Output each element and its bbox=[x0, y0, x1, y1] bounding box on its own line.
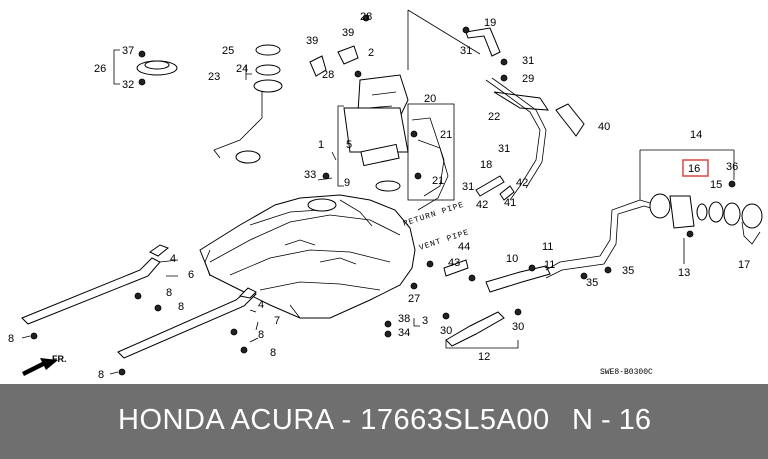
callout-4b: 4 bbox=[258, 299, 264, 311]
callout-42b: 42 bbox=[516, 177, 528, 189]
tank-strap-upper bbox=[21, 244, 169, 325]
callout-41: 41 bbox=[504, 197, 516, 209]
callout-7: 7 bbox=[274, 315, 280, 327]
callout-33: 33 bbox=[304, 169, 316, 181]
callout-30b: 30 bbox=[512, 321, 524, 333]
fuel-tank-exploded-diagram: 28 2 19 31 31 29 39 39 28 37 26 32 25 23… bbox=[8, 9, 763, 381]
callout-8a: 8 bbox=[166, 287, 172, 299]
callout-21b: 21 bbox=[432, 175, 444, 187]
callout-42a: 42 bbox=[476, 199, 488, 211]
callout-5: 5 bbox=[346, 139, 352, 151]
callout-36: 36 bbox=[726, 161, 738, 173]
callout-31c: 31 bbox=[498, 143, 510, 155]
callout-15: 15 bbox=[710, 179, 722, 191]
callout-35b: 35 bbox=[622, 265, 634, 277]
tank-strap-lower bbox=[117, 287, 257, 359]
fasteners bbox=[30, 14, 736, 376]
callout-19: 19 bbox=[484, 17, 496, 29]
callout-16: 16 bbox=[688, 163, 700, 175]
callout-38: 38 bbox=[398, 313, 410, 325]
callout-1: 1 bbox=[318, 139, 324, 151]
callout-4a: 4 bbox=[170, 253, 176, 265]
callout-8d: 8 bbox=[258, 329, 264, 341]
fuel-cap bbox=[741, 203, 763, 245]
callout-37: 37 bbox=[122, 45, 134, 57]
callout-13: 13 bbox=[678, 267, 690, 279]
caption-reference-number: N - 16 bbox=[572, 404, 651, 436]
callout-34: 34 bbox=[398, 327, 410, 339]
diagram-code: SWE8-B0300C bbox=[600, 368, 653, 377]
callout-22: 22 bbox=[488, 111, 500, 123]
filler-neck bbox=[649, 193, 695, 229]
callout-8f: 8 bbox=[98, 369, 104, 381]
bracket-group-14 bbox=[639, 149, 735, 200]
front-label: FR. bbox=[52, 354, 67, 364]
bracket-group-26 bbox=[113, 49, 120, 85]
fuel-gauge-sender bbox=[213, 44, 283, 164]
bracket-group-3 bbox=[413, 318, 420, 327]
callout-28b: 28 bbox=[322, 69, 334, 81]
sender-cover bbox=[136, 60, 178, 76]
callout-18: 18 bbox=[480, 159, 492, 171]
callout-28a: 28 bbox=[360, 11, 372, 23]
bracket-group-12 bbox=[445, 340, 519, 349]
caption-part-number: HONDA ACURA - 17663SL5A00 bbox=[118, 404, 550, 436]
callout-6: 6 bbox=[188, 269, 194, 281]
bracket-group-24 bbox=[245, 66, 252, 80]
callout-32: 32 bbox=[122, 79, 134, 91]
callout-8c: 8 bbox=[8, 333, 14, 345]
callout-23: 23 bbox=[208, 71, 220, 83]
fuel-tank bbox=[199, 194, 416, 319]
callout-8b: 8 bbox=[178, 301, 184, 313]
callout-20: 20 bbox=[424, 93, 436, 105]
upper-hoses bbox=[309, 27, 585, 201]
callout-10: 10 bbox=[506, 253, 518, 265]
callout-21a: 21 bbox=[440, 129, 452, 141]
callout-31a: 31 bbox=[460, 45, 472, 57]
callout-3: 3 bbox=[422, 315, 428, 327]
front-direction-arrow: FR. bbox=[22, 354, 67, 376]
callout-11a: 11 bbox=[542, 241, 553, 253]
callout-12: 12 bbox=[478, 351, 490, 363]
callout-14: 14 bbox=[690, 129, 702, 141]
callout-25: 25 bbox=[222, 45, 234, 57]
callout-40: 40 bbox=[598, 121, 610, 133]
callout-31b: 31 bbox=[522, 55, 534, 67]
callout-31d: 31 bbox=[462, 181, 474, 193]
fuel-pipes bbox=[417, 139, 665, 347]
bracket-group-20 bbox=[407, 103, 455, 201]
callout-29: 29 bbox=[522, 73, 534, 85]
callout-8e: 8 bbox=[270, 347, 276, 359]
callout-27: 27 bbox=[408, 293, 420, 305]
filler-seal-16 bbox=[696, 203, 708, 221]
callout-9: 9 bbox=[344, 177, 350, 189]
callout-labels: 28 2 19 31 31 29 39 39 28 37 26 32 25 23… bbox=[8, 11, 750, 381]
callout-35a: 35 bbox=[586, 277, 598, 289]
callout-44: 44 bbox=[458, 241, 470, 253]
highlight-box-16 bbox=[682, 159, 709, 177]
callout-43: 43 bbox=[448, 257, 460, 269]
filler-ring bbox=[708, 201, 741, 226]
callout-24: 24 bbox=[236, 63, 248, 75]
callout-30a: 30 bbox=[440, 325, 452, 337]
return-pipe-label: RETURN PIPE bbox=[402, 201, 465, 229]
callout-11b: 11 bbox=[544, 259, 555, 271]
callout-26: 26 bbox=[94, 63, 106, 75]
caption-bar bbox=[0, 384, 768, 459]
callout-39b: 39 bbox=[342, 27, 354, 39]
leader-lines bbox=[21, 9, 481, 375]
callout-39a: 39 bbox=[306, 35, 318, 47]
callout-2: 2 bbox=[368, 47, 374, 59]
bracket-group-5 bbox=[337, 105, 344, 187]
callout-17: 17 bbox=[738, 259, 750, 271]
